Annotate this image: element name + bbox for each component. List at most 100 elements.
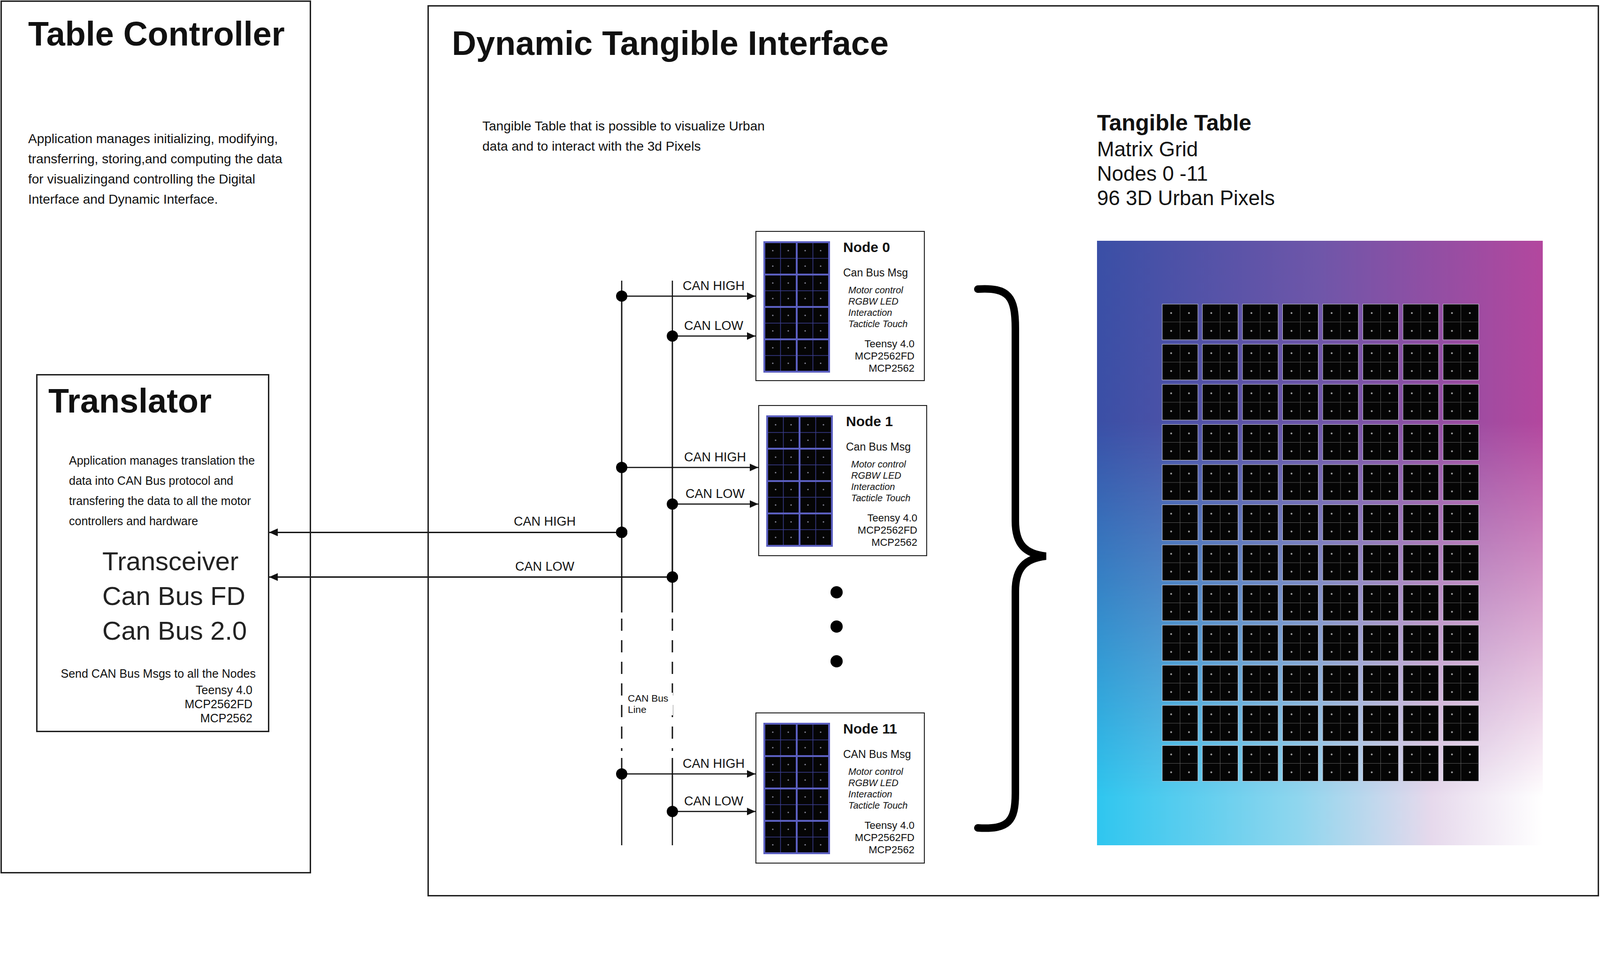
pixel-dot xyxy=(1290,673,1293,676)
pixel-divider xyxy=(1402,522,1439,523)
pixel-dot xyxy=(1210,352,1213,355)
pixel-dot xyxy=(1330,370,1333,373)
pixel-dot xyxy=(1250,610,1253,613)
pixel-dot xyxy=(1228,552,1231,555)
pixel-dot xyxy=(1371,673,1373,676)
pixel-dot xyxy=(1428,610,1431,613)
pixel-dot xyxy=(1371,352,1373,355)
pixel-dot xyxy=(1228,410,1231,412)
bus-junction xyxy=(616,461,628,473)
pixel-dot xyxy=(1290,731,1293,733)
arrowhead xyxy=(746,292,756,300)
pixel-dot xyxy=(1250,731,1253,733)
urban-pixel xyxy=(1202,304,1239,340)
pixel-divider xyxy=(1443,682,1479,684)
pixel-dot xyxy=(774,456,777,458)
pixel-dot xyxy=(790,423,792,426)
pixel-dot xyxy=(790,488,792,490)
pixel-divider xyxy=(1202,482,1239,483)
pixel-dot xyxy=(787,828,789,830)
urban-pixel xyxy=(1242,464,1279,501)
pixel-dot xyxy=(1170,392,1173,395)
pixel-dot xyxy=(1290,352,1293,355)
can-connector xyxy=(269,526,756,780)
pixel-dot xyxy=(771,731,774,733)
pixel-dot xyxy=(1268,392,1271,395)
pixel-dot xyxy=(1469,392,1471,395)
hardware-list: Teensy 4.0 MCP2562FD MCP2562 xyxy=(848,337,915,375)
pixel-divider xyxy=(1242,762,1279,764)
pixel-dot xyxy=(1469,329,1471,332)
pixel-dot xyxy=(1469,650,1471,653)
pixel-dot xyxy=(1348,410,1351,412)
text-slot: Motor control RGBW LED Interaction Tacti… xyxy=(848,765,919,811)
pixel-dot xyxy=(1290,450,1293,453)
pixel-dot xyxy=(1188,410,1190,412)
connector-segment xyxy=(672,810,756,813)
pixel-dot xyxy=(1371,370,1373,373)
pixel-dot xyxy=(1348,610,1351,613)
pixel-dot xyxy=(1308,410,1311,412)
pixel-dot xyxy=(1250,593,1253,595)
text-slot: Tangible Table xyxy=(1097,110,1379,136)
pixel-dot xyxy=(1330,472,1333,475)
pixel-dot xyxy=(1410,632,1413,635)
pixel-dot xyxy=(1428,450,1431,453)
can-connector xyxy=(269,290,756,538)
pixel-dot xyxy=(1428,490,1431,493)
arrowhead xyxy=(746,807,756,816)
pixel-dot xyxy=(1228,450,1231,453)
pixel-dot xyxy=(1330,490,1333,493)
pixel-dot xyxy=(1228,370,1231,373)
pixel-dot xyxy=(1188,731,1190,733)
pixel-dot xyxy=(1170,771,1173,774)
text-slot: Send CAN Bus Msgs to all the Nodes xyxy=(49,666,256,681)
urban-pixel xyxy=(1402,624,1439,661)
pixel-dot xyxy=(771,828,774,830)
pixel-dot xyxy=(1428,329,1431,332)
pixel-divider xyxy=(1162,642,1198,644)
pixel-dot xyxy=(1469,410,1471,412)
urban-pixel xyxy=(1282,624,1319,661)
pixel-dot xyxy=(807,536,809,538)
pixel-dot xyxy=(1388,432,1391,435)
can-bus-low-line xyxy=(671,757,674,846)
pixel-dot xyxy=(1250,650,1253,653)
arrowhead xyxy=(269,528,278,536)
pixel-dot xyxy=(1388,570,1391,573)
bus-junction xyxy=(616,768,628,780)
pixel-dot xyxy=(1308,329,1311,332)
pixel-dot xyxy=(822,456,824,458)
pixel-dot xyxy=(1308,650,1311,653)
pixel-dot xyxy=(1451,312,1454,314)
pixel-dot xyxy=(1308,432,1311,435)
text-slot: Motor control RGBW LED Interaction Tacti… xyxy=(848,284,919,330)
pixel-dot xyxy=(1410,512,1413,515)
urban-pixel xyxy=(765,724,796,755)
pixel-dot xyxy=(1410,410,1413,412)
pixel-dot xyxy=(771,795,774,798)
arrowhead xyxy=(746,769,756,778)
urban-pixel xyxy=(1162,304,1198,340)
pixel-dot xyxy=(1210,771,1213,774)
text-slot: Application manages initializing, modify… xyxy=(28,128,291,210)
urban-pixel xyxy=(797,340,829,371)
pixel-dot xyxy=(1371,731,1373,733)
node-box: Node 11CAN Bus MsgMotor control RGBW LED… xyxy=(755,712,925,864)
function-list: Motor control RGBW LED Interaction Tacti… xyxy=(848,765,919,811)
pixel-dot xyxy=(1188,552,1190,555)
pixel-dot xyxy=(1388,731,1391,733)
pixel-dot xyxy=(1388,472,1391,475)
pixel-divider xyxy=(797,804,829,806)
urban-pixel xyxy=(1322,705,1359,741)
connector-segment xyxy=(269,531,622,534)
pixel-dot xyxy=(1451,593,1454,595)
pixel-divider xyxy=(800,432,831,434)
pixel-dot xyxy=(1451,392,1454,395)
connector-segment xyxy=(621,466,759,469)
pixel-divider xyxy=(1162,602,1198,603)
pixel-dot xyxy=(1268,593,1271,595)
pixel-dot xyxy=(1250,673,1253,676)
text-slot: Teensy 4.0 MCP2562FD MCP2562 xyxy=(848,337,915,375)
pixel-divider xyxy=(1242,482,1279,483)
